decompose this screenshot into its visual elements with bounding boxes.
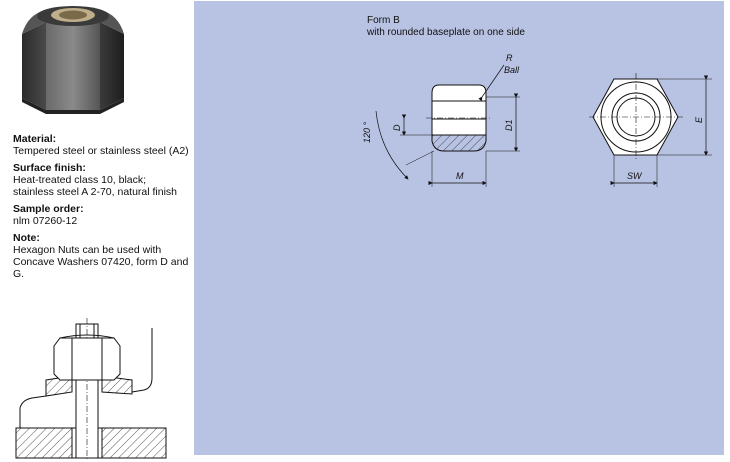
e-label: E	[694, 116, 704, 123]
ball-label: Ball	[504, 65, 520, 75]
form-subtitle: with rounded baseplate on one side	[367, 27, 525, 38]
d-label: D	[392, 124, 402, 131]
material-text: Tempered steel or stainless steel (A2)	[13, 145, 189, 157]
r-label: R	[506, 53, 513, 63]
sample-order-heading: Sample order:	[13, 203, 84, 215]
angle-label: 120 °	[362, 121, 372, 143]
d1-label: D1	[504, 119, 514, 131]
application-section-drawing	[15, 318, 167, 460]
sw-label: SW	[627, 171, 643, 181]
m-label: M	[456, 171, 464, 181]
sample-order-text: nlm 07260-12	[13, 215, 78, 227]
product-specifications: Material: Tempered steel or stainless st…	[13, 133, 193, 280]
surface-finish-text: Heat-treated class 10, black; stainless …	[13, 174, 178, 198]
nut-side-view	[375, 64, 520, 187]
technical-drawing-panel: Form B with rounded baseplate on one sid…	[194, 1, 724, 455]
note-text: Hexagon Nuts can be used with Concave Wa…	[13, 244, 189, 280]
nut-top-view	[589, 73, 712, 187]
surface-finish-heading: Surface finish:	[13, 162, 86, 174]
nut-dimension-drawing: R Ball 120 ° D D1 M E SW	[362, 53, 712, 187]
material-heading: Material:	[13, 133, 57, 145]
hexagon-nut-photo	[22, 6, 124, 114]
product-info-column: Material: Tempered steel or stainless st…	[0, 0, 194, 462]
note-heading: Note:	[13, 232, 40, 244]
form-title: Form B	[367, 15, 400, 26]
form-label: Form B with rounded baseplate on one sid…	[367, 15, 525, 39]
